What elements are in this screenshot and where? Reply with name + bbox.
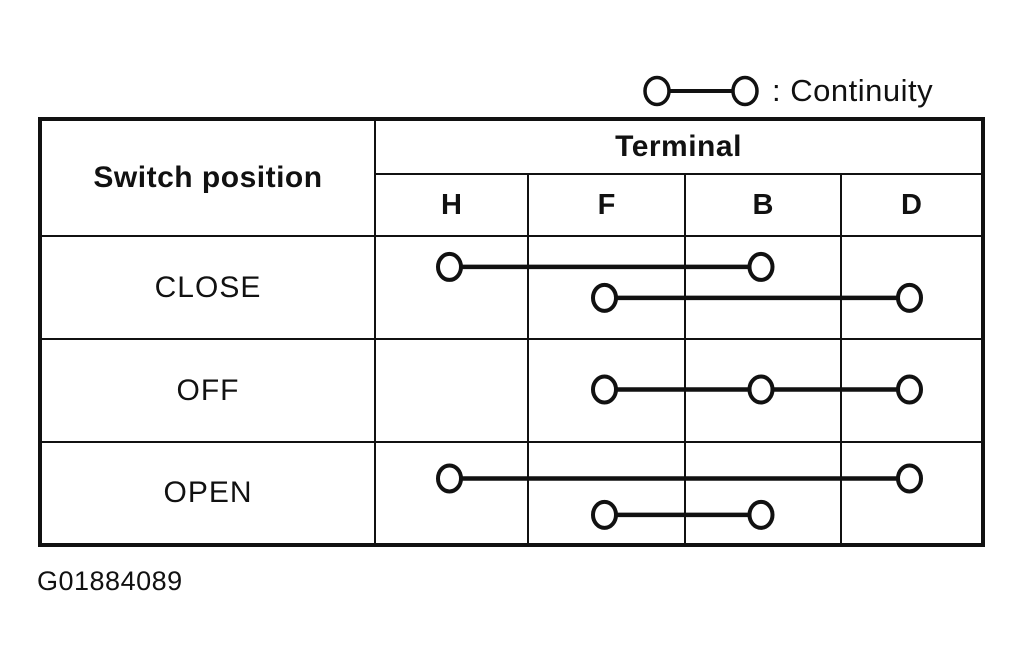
switch-position-header: Switch position: [39, 118, 376, 237]
terminal-cell: [374, 338, 529, 443]
terminal-cell: [527, 235, 686, 340]
terminal-header-d: D: [840, 173, 984, 237]
terminal-header-h: H: [374, 173, 529, 237]
terminal-cell: [527, 441, 686, 546]
terminal-cell: [374, 441, 529, 546]
continuity-table-grid: Switch position Terminal H F B D CLOSE O…: [38, 117, 985, 547]
figure-id: G01884089: [37, 566, 183, 596]
terminal-header-b: B: [684, 173, 842, 237]
terminal-cell: [527, 338, 686, 443]
terminal-cell: [840, 235, 984, 340]
terminal-cell: [840, 441, 984, 546]
legend-label: : Continuity: [772, 73, 934, 108]
row-label-off: OFF: [39, 338, 376, 443]
row-label-close: CLOSE: [39, 235, 376, 340]
terminal-cell: [840, 338, 984, 443]
continuity-symbol-icon: [643, 75, 759, 107]
terminal-cell: [684, 338, 842, 443]
terminal-cell: [684, 441, 842, 546]
continuity-legend: : Continuity: [640, 70, 933, 112]
terminal-header: Terminal: [374, 118, 984, 175]
row-label-open: OPEN: [39, 441, 376, 546]
terminal-cell: [374, 235, 529, 340]
terminal-header-f: F: [527, 173, 686, 237]
continuity-table: Switch position Terminal H F B D CLOSE O…: [38, 117, 985, 547]
terminal-cell: [684, 235, 842, 340]
